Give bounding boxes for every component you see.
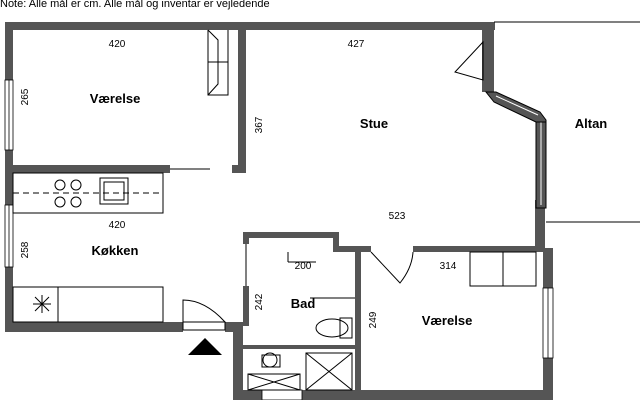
doors xyxy=(170,29,484,331)
bath-cabinet xyxy=(247,373,301,391)
room-label-balcony: Altan xyxy=(575,116,608,131)
balcony xyxy=(494,21,640,223)
door-bedroom-bottom xyxy=(370,251,414,284)
door-entrance xyxy=(182,299,227,323)
toilet-icon xyxy=(315,318,349,338)
wardrobe-bottom xyxy=(469,251,537,287)
window-bath xyxy=(261,389,303,400)
dim-bedroom-bottom-depth: 249 xyxy=(368,311,379,328)
dim-bath-width: 200 xyxy=(295,261,312,272)
room-label-bath: Bad xyxy=(291,296,316,311)
room-label-bedroom-top: Værelse xyxy=(90,91,141,106)
dim-living-length: 523 xyxy=(389,211,406,222)
kitchen-bench xyxy=(12,286,164,323)
dim-living-width: 427 xyxy=(348,39,365,50)
dim-bedroom-top-depth: 265 xyxy=(20,88,31,105)
dim-kitchen-depth: 258 xyxy=(20,241,31,258)
walls xyxy=(5,22,553,400)
kitchen-counter xyxy=(12,172,164,323)
star-icon xyxy=(33,295,51,313)
entrance-arrow-icon xyxy=(188,338,222,355)
windows xyxy=(4,79,554,400)
room-label-bedroom-bottom: Værelse xyxy=(422,313,473,328)
door-balcony xyxy=(454,40,484,81)
dim-bedroom-bottom-width: 314 xyxy=(440,261,457,272)
dim-bedroom-top-width: 420 xyxy=(109,39,126,50)
plan-note: Note: Alle mål er cm. Alle mål og invent… xyxy=(0,0,270,10)
room-label-living: Stue xyxy=(360,116,388,131)
stove-burner-icon xyxy=(54,179,66,191)
dim-kitchen-width: 420 xyxy=(109,220,126,231)
dim-bath-depth: 242 xyxy=(254,293,265,310)
shower xyxy=(305,352,353,391)
room-label-kitchen: Køkken xyxy=(92,243,139,258)
bay-window xyxy=(484,91,547,209)
kitchen-sink-icon xyxy=(99,177,129,205)
dim-living-depth: 367 xyxy=(254,116,265,133)
bath-fixtures xyxy=(247,252,355,391)
